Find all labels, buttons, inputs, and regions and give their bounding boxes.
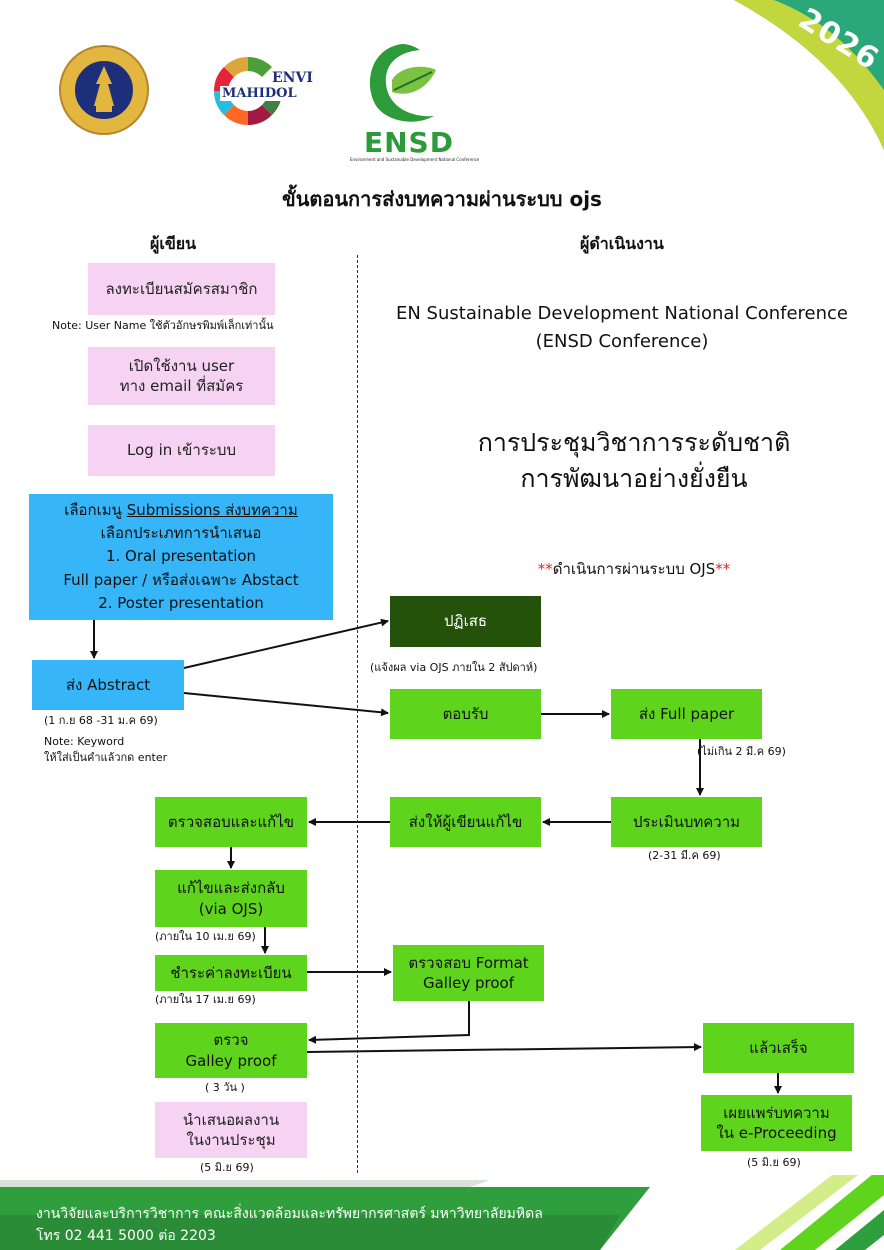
galley-proof-check-step: ตรวจ Galley proof [155,1023,307,1078]
conference-en-name: EN Sustainable Development National Conf… [366,300,878,356]
conference-th-name: การประชุมวิชาการระดับชาติ การพัฒนาอย่างย… [366,425,884,498]
reject-step: ปฏิเสธ [390,596,541,647]
done-step: แล้วเสร็จ [703,1023,854,1073]
present-step: นำเสนอผลงาน ในงานประชุม [155,1102,307,1158]
organizer-column-header: ผู้ดำเนินงาน [580,234,664,253]
conference-en-line2: (ENSD Conference) [535,330,709,352]
reject-note: (แจ้งผล via OJS ภายใน 2 สัปดาห์) [370,661,538,674]
format-galley-step: ตรวจสอบ Format Galley proof [393,945,544,1001]
revise-date: (ภายใน 10 เม.ย 69) [155,930,256,943]
arrow-abstract-to-accept [183,692,389,717]
ojs-notice-suffix: ** [715,560,731,578]
present-line1: นำเสนอผลงาน [182,1110,280,1129]
publish-line1: เผยแพร่บทความ [723,1103,830,1122]
ojs-notice-prefix: ** [537,560,553,578]
galley-line2: Galley proof [185,1051,277,1070]
full-paper-date: (ไม่เกิน 2 มี.ค 69) [697,745,786,758]
abstract-date: (1 ก.ย 68 -31 ม.ค 69) [44,714,158,727]
login-label: Log in เข้าระบบ [127,441,236,460]
check-revise-step: ตรวจสอบและแก้ไข [155,797,307,847]
send-abstract-label: ส่ง Abstract [65,675,151,694]
footer-text: งานวิจัยและบริการวิชาการ คณะสิ่งแวดล้อมแ… [36,1203,543,1248]
pay-label: ชำระค่าลงทะเบียน [170,963,292,982]
revise-line2: (via OJS) [198,899,264,918]
corner-curl-decoration [734,0,884,150]
menu-line5: 2. Poster presentation [98,593,264,612]
review-label: ประเมินบทความ [632,812,741,831]
ojs-notice: **ดำเนินการผ่านระบบ OJS** [366,557,884,581]
mahidol-logo-text: MAHIDOL [220,86,299,101]
register-label: ลงทะเบียนสมัครสมาชิก [105,279,258,298]
login-step: Log in เข้าระบบ [88,425,275,476]
footer-band-decoration [0,1175,884,1250]
done-label: แล้วเสร็จ [749,1038,808,1057]
review-step: ประเมินบทความ [611,797,762,847]
format-line1: ตรวจสอบ Format [408,953,529,972]
keyword-note-line1: Note: Keyword [44,735,125,748]
return-to-author-step: ส่งให้ผู้เขียนแก้ไข [390,797,541,847]
reject-label: ปฏิเสธ [443,612,488,631]
arrow-abstract-to-reject [183,618,389,669]
conference-th-line2: การพัฒนาอย่างยั่งยืน [520,464,748,494]
send-full-paper-step: ส่ง Full paper [611,689,762,739]
galley-days: ( 3 วัน ) [205,1081,245,1094]
check-revise-label: ตรวจสอบและแก้ไข [167,812,295,831]
envi-logo-text: ENVI [272,70,313,86]
ensd-logo-text: ENSD [364,126,454,159]
author-column-header: ผู้เขียน [150,234,197,253]
revise-line1: แก้ไขและส่งกลับ [177,879,285,898]
page-title: ขั้นตอนการส่งบทความผ่านระบบ ojs [282,187,602,211]
galley-line1: ตรวจ [213,1031,249,1050]
activate-line2: ทาง email ที่สมัคร [119,377,244,395]
present-line2: ในงานประชุม [186,1131,276,1149]
menu-prefix: เลือกเมนู [64,500,127,519]
menu-line2: เลือกประเภทการนำเสนอ [100,524,262,543]
publish-step: เผยแพร่บทความ ใน e-Proceeding [701,1095,852,1151]
accept-step: ตอบรับ [390,689,541,739]
send-abstract-step: ส่ง Abstract [32,660,184,710]
submissions-menu-link: Submissions ส่งบทความ [126,500,298,519]
return-author-label: ส่งให้ผู้เขียนแก้ไข [408,812,523,831]
revise-return-step: แก้ไขและส่งกลับ (via OJS) [155,870,307,927]
accept-label: ตอบรับ [442,704,489,723]
menu-line4: Full paper / หรือส่งเฉพาะ Abstact [63,570,299,589]
pay-date: (ภายใน 17 เม.ย 69) [155,993,256,1006]
arrow-galley-to-done [306,1043,702,1053]
register-step: ลงทะเบียนสมัครสมาชิก [88,263,275,315]
ensd-leaf-logo [369,44,436,122]
keyword-note: Note: Keyword ให้ใส่เป็นคำแล้วกด enter [44,734,167,766]
activate-line1: เปิดใช้งาน user [128,356,235,375]
publish-line2: ใน e-Proceeding [716,1124,837,1142]
send-full-label: ส่ง Full paper [638,704,735,723]
keyword-note-line2: ให้ใส่เป็นคำแล้วกด enter [44,750,168,764]
column-divider [357,255,358,1173]
footer-line2: โทร 02 441 5000 ต่อ 2203 [36,1228,216,1245]
present-date: (5 มิ.ย 69) [200,1161,254,1174]
footer-line1: งานวิจัยและบริการวิชาการ คณะสิ่งแวดล้อมแ… [36,1206,543,1222]
format-line2: Galley proof [422,974,515,992]
arrow-format-to-galley [308,1001,470,1044]
mahidol-seal-logo [59,45,149,135]
pay-registration-step: ชำระค่าลงทะเบียน [155,955,307,991]
publish-date: (5 มิ.ย 69) [747,1156,801,1169]
activate-user-step: เปิดใช้งาน user ทาง email ที่สมัคร [88,347,275,405]
ensd-logo-tagline: Environment and Sustainable Development … [350,157,480,162]
menu-line3: 1. Oral presentation [105,547,257,566]
submission-menu-step: เลือกเมนู Submissions ส่งบทความ เลือกประ… [29,494,333,620]
ojs-notice-text: ดำเนินการผ่านระบบ OJS [552,560,716,578]
conference-en-line1: EN Sustainable Development National Conf… [395,303,848,324]
conference-th-line1: การประชุมวิชาการระดับชาติ [477,428,791,457]
review-date: (2-31 มี.ค 69) [648,849,721,862]
username-note: Note: User Name ใช้ตัวอักษรพิมพ์เล็กเท่า… [52,319,274,332]
